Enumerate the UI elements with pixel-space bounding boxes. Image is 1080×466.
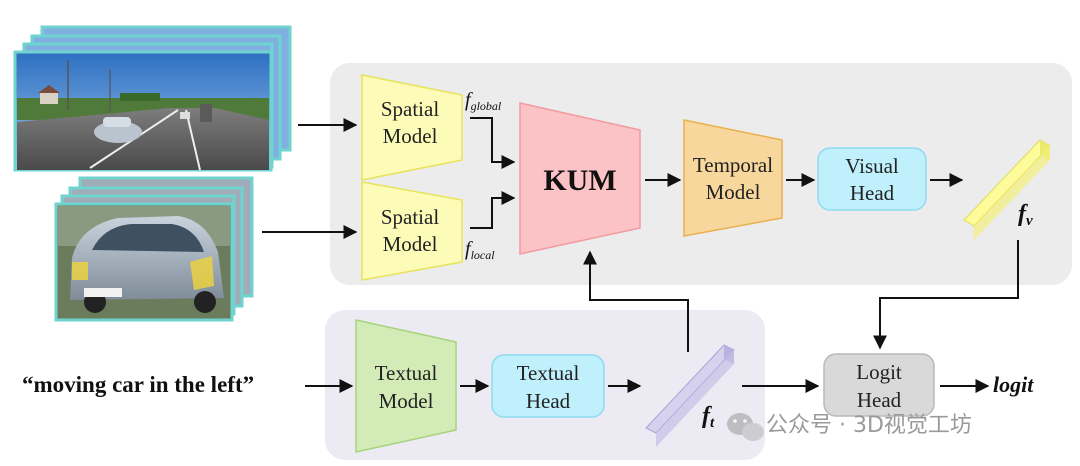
logit-head-line1: Logit xyxy=(856,360,902,384)
feature-visual-label: fv xyxy=(1018,201,1033,229)
feature-text-label: ft xyxy=(702,403,715,431)
temporal-line2: Model xyxy=(706,180,761,204)
visual-head-line1: Visual xyxy=(845,154,899,178)
temporal-line1: Temporal xyxy=(693,153,773,177)
watermark-text: 公众号 · 3D视觉工坊 xyxy=(766,413,972,438)
logit-head: Logit Head xyxy=(823,353,935,417)
spatial-global-line1: Spatial xyxy=(381,97,439,121)
wechat-icon xyxy=(727,413,764,441)
visual-head: Visual Head xyxy=(817,147,927,211)
visual-head-line2: Head xyxy=(850,181,895,205)
spatial-global-line2: Model xyxy=(383,124,438,148)
spatial-model-global: Spatial Model xyxy=(361,74,463,181)
text-feature-bar xyxy=(645,344,735,447)
textual-head: Textual Head xyxy=(491,354,605,418)
feature-global-label: fglobal xyxy=(465,89,502,113)
local-car-image xyxy=(54,202,234,322)
kum-label: KUM xyxy=(543,164,616,197)
textual-head-line1: Textual xyxy=(517,361,580,385)
temporal-model: Temporal Model xyxy=(683,119,783,237)
textual-model: Textual Model xyxy=(355,319,457,453)
local-frame-stack xyxy=(54,176,254,322)
kum-module: KUM xyxy=(519,102,641,255)
global-scene-image xyxy=(13,50,273,172)
visual-feature-bar xyxy=(963,139,1051,240)
spatial-local-line2: Model xyxy=(383,232,438,256)
textual-head-line2: Head xyxy=(526,389,571,413)
global-frame-stack xyxy=(13,25,292,172)
output-logit-label: logit xyxy=(993,372,1034,397)
spatial-model-local: Spatial Model xyxy=(361,181,463,281)
spatial-local-line1: Spatial xyxy=(381,205,439,229)
feature-local-label: flocal xyxy=(465,238,495,262)
textual-model-line2: Model xyxy=(379,389,434,413)
watermark: 公众号 · 3D视觉工坊 xyxy=(727,413,972,441)
textual-model-line1: Textual xyxy=(375,361,438,385)
query-text: “moving car in the left” xyxy=(22,372,254,397)
logit-head-line2: Head xyxy=(857,388,902,412)
